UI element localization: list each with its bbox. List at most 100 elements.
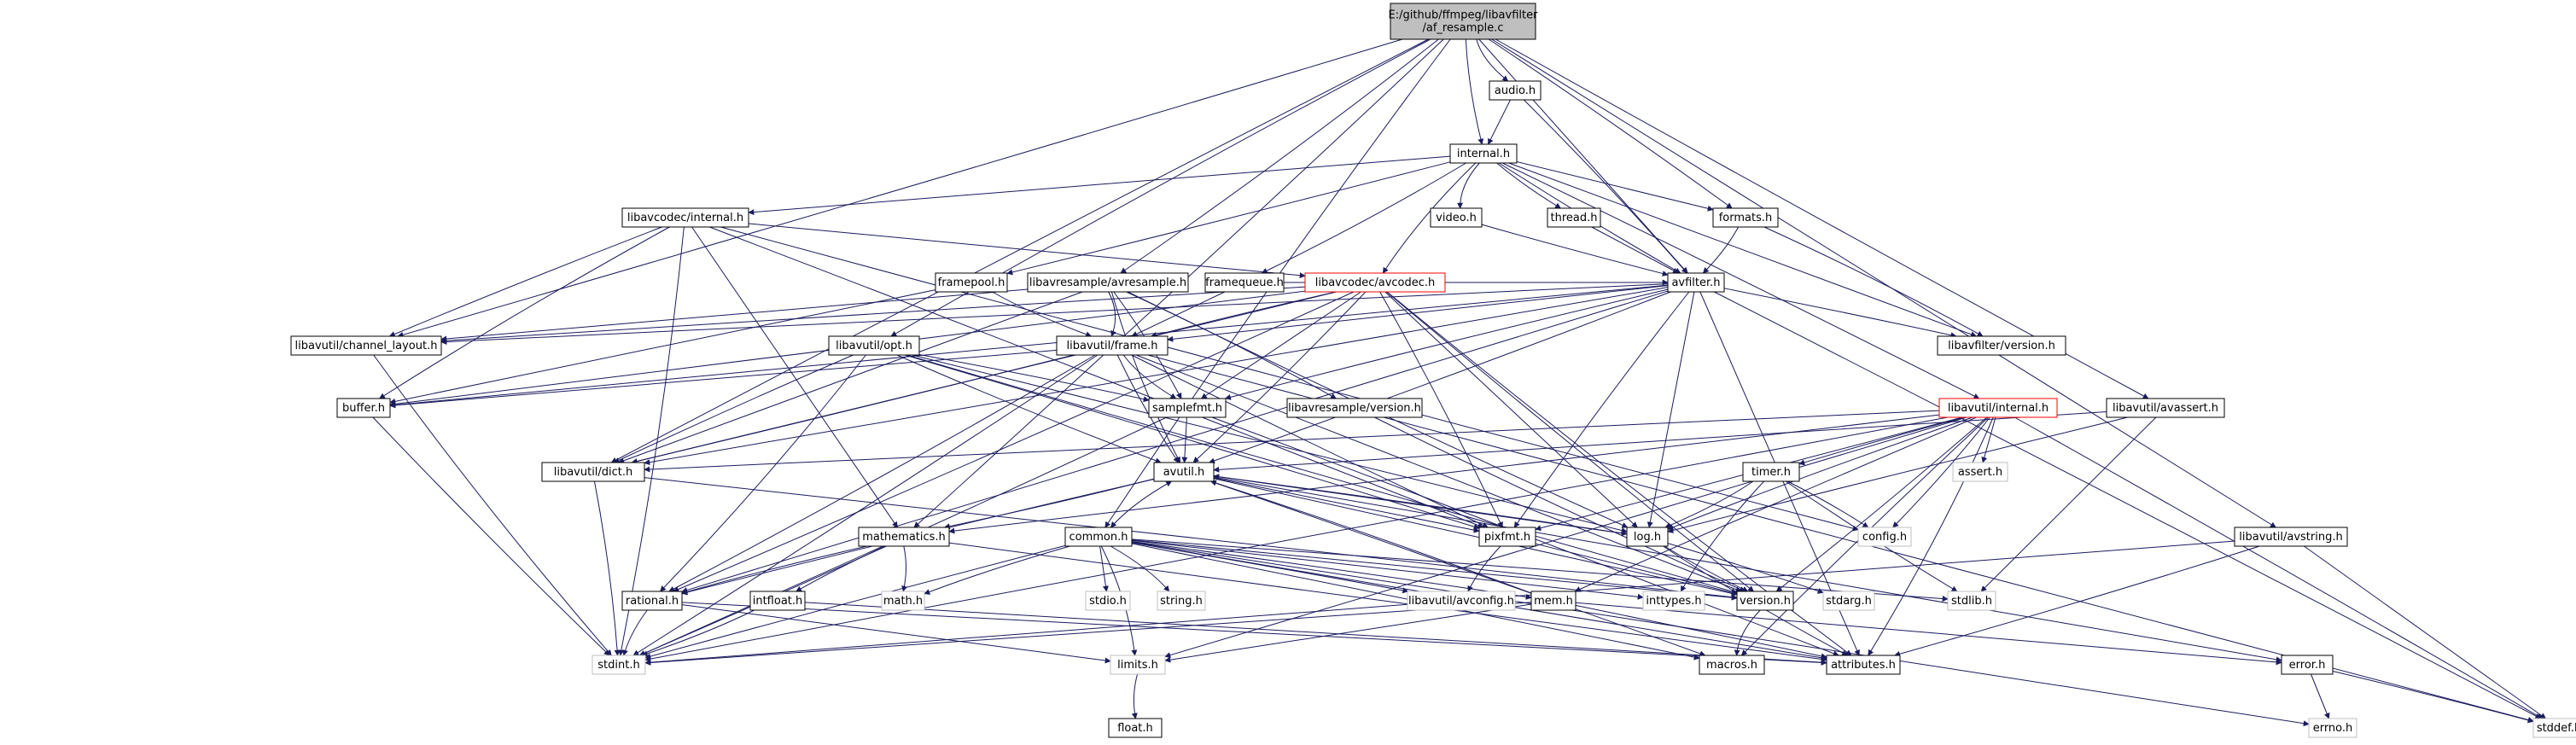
node-box-macros <box>1699 655 1765 675</box>
edge-common-to-errno <box>1131 541 2310 727</box>
edge-avcodec-to-channel_layout <box>440 286 1306 344</box>
node-timer[interactable]: timer.h <box>1742 462 1800 482</box>
node-frame[interactable]: libavutil/frame.h <box>1056 335 1169 356</box>
node-macros[interactable]: macros.h <box>1699 655 1765 675</box>
node-config[interactable]: config.h <box>1857 527 1912 547</box>
node-intfloat[interactable]: intfloat.h <box>749 591 806 611</box>
node-math[interactable]: math.h <box>881 591 925 611</box>
node-label-frame: libavutil/frame.h <box>1067 340 1158 352</box>
node-inttypes[interactable]: inttypes.h <box>1642 591 1705 611</box>
edge-channel_layout-to-stdint <box>373 354 612 656</box>
node-opt[interactable]: libavutil/opt.h <box>828 335 920 356</box>
edge-avcodec-to-log <box>1384 291 1638 528</box>
file-nodes: E:/github/ffmpeg/libavfilter/af_resample… <box>290 3 2576 738</box>
node-stdint[interactable]: stdint.h <box>592 655 646 675</box>
edge-common-to-mem <box>1131 540 1532 600</box>
node-internal[interactable]: internal.h <box>1449 143 1518 164</box>
node-label-mathematics: mathematics.h <box>862 531 946 544</box>
node-float[interactable]: float.h <box>1108 718 1163 738</box>
node-box-config <box>1857 527 1912 547</box>
node-assert[interactable]: assert.h <box>1952 462 2008 482</box>
node-avfilter[interactable]: avfilter.h <box>1667 272 1725 293</box>
edge-avresample-to-channel_layout <box>440 288 1029 342</box>
node-pixfmt[interactable]: pixfmt.h <box>1478 527 1536 547</box>
edge-error-to-stddef <box>2332 671 2534 724</box>
node-errno[interactable]: errno.h <box>2308 718 2357 738</box>
node-lavfi_version[interactable]: libavfilter/version.h <box>1937 335 2066 356</box>
node-box-samplefmt <box>1148 398 1227 418</box>
node-label-version: version.h <box>1740 595 1791 608</box>
edge-mem-to-stdint <box>644 602 1532 666</box>
node-version[interactable]: version.h <box>1736 591 1794 611</box>
node-label-root: E:/github/ffmpeg/libavfilter <box>1389 9 1539 22</box>
node-error[interactable]: error.h <box>2281 655 2334 675</box>
node-avconfig[interactable]: libavutil/avconfig.h <box>1407 591 1516 611</box>
node-stdio[interactable]: stdio.h <box>1085 591 1131 611</box>
edge-common-to-inttypes <box>1131 539 1644 600</box>
edge-avutil-to-log <box>1213 475 1628 537</box>
node-dict[interactable]: libavutil/dict.h <box>541 462 645 482</box>
node-thread[interactable]: thread.h <box>1547 207 1601 228</box>
edge-mem-to-attributes <box>1575 604 1827 660</box>
edge-intfloat-to-attributes <box>804 602 1827 666</box>
node-formats[interactable]: formats.h <box>1712 207 1779 228</box>
node-label-dict: libavutil/dict.h <box>554 466 633 479</box>
edge-lavu_internal-to-attributes <box>1868 416 1994 656</box>
node-label-avfilter: avfilter.h <box>1671 276 1720 289</box>
node-video[interactable]: video.h <box>1430 207 1483 228</box>
node-box-intfloat <box>749 591 806 611</box>
node-box-inttypes <box>1642 591 1705 611</box>
node-framepool[interactable]: framepool.h <box>935 272 1008 293</box>
node-box-mem <box>1530 591 1576 611</box>
edge-lavu_internal-to-timer <box>1798 416 1966 466</box>
node-label-avcodec: libavcodec/avcodec.h <box>1315 276 1436 289</box>
node-log[interactable]: log.h <box>1626 527 1669 547</box>
edge-mem-to-limits <box>1164 603 1532 663</box>
node-samplefmt[interactable]: samplefmt.h <box>1148 398 1227 418</box>
node-stddef[interactable]: stddef.h <box>2532 718 2576 738</box>
node-buffer[interactable]: buffer.h <box>336 398 391 418</box>
node-stdlib[interactable]: stdlib.h <box>1947 591 1996 611</box>
edge-buffer-to-stdint <box>372 416 610 656</box>
node-label-framequeue: framequeue.h <box>1205 276 1284 289</box>
node-root[interactable]: E:/github/ffmpeg/libavfilter/af_resample… <box>1389 3 1539 40</box>
node-label-math: math.h <box>883 595 923 608</box>
node-avassert[interactable]: libavutil/avassert.h <box>2106 398 2225 418</box>
node-channel_layout[interactable]: libavutil/channel_layout.h <box>290 335 442 356</box>
node-attributes[interactable]: attributes.h <box>1826 655 1901 675</box>
node-mem[interactable]: mem.h <box>1530 591 1576 611</box>
node-lavc_internal[interactable]: libavcodec/internal.h <box>621 207 749 228</box>
edge-avcodec-to-samplefmt <box>1200 291 1361 399</box>
node-box-framepool <box>935 272 1008 293</box>
edge-frame-to-avutil <box>1116 354 1180 463</box>
edge-internal-to-framepool <box>1006 161 1451 276</box>
edge-root-to-opt <box>890 38 1431 337</box>
node-label-rational: rational.h <box>626 595 679 608</box>
edge-pixfmt-to-version <box>1535 543 1738 596</box>
node-avstring[interactable]: libavutil/avstring.h <box>2234 527 2348 547</box>
edge-log-to-avutil <box>1213 474 1628 535</box>
node-avcodec[interactable]: libavcodec/avcodec.h <box>1304 272 1446 293</box>
node-stdarg[interactable]: stdarg.h <box>1822 591 1875 611</box>
edge-avfilter-to-samplefmt <box>1224 288 1669 400</box>
edge-internal-to-thread <box>1496 162 1562 209</box>
node-label-float: float.h <box>1117 722 1153 735</box>
node-label-formats: formats.h <box>1719 212 1773 224</box>
node-box-root <box>1390 3 1536 40</box>
node-box-rational <box>621 591 683 611</box>
edge-frame-to-buffer <box>389 349 1058 409</box>
node-limits[interactable]: limits.h <box>1110 655 1166 675</box>
node-mathematics[interactable]: mathematics.h <box>858 527 950 547</box>
edge-formats-to-avfilter <box>1702 226 1740 274</box>
node-common[interactable]: common.h <box>1064 527 1133 547</box>
node-audio[interactable]: audio.h <box>1489 80 1542 101</box>
node-avresample[interactable]: libavresample/avresample.h <box>1027 272 1189 293</box>
node-avutil[interactable]: avutil.h <box>1153 462 1215 482</box>
node-avr_version[interactable]: libavresample/version.h <box>1286 398 1423 418</box>
node-string[interactable]: string.h <box>1157 591 1206 611</box>
node-lavu_internal[interactable]: libavutil/internal.h <box>1938 398 2058 418</box>
edge-mathematics-to-intfloat <box>796 545 886 592</box>
edge-version-to-macros <box>1734 609 1761 656</box>
node-framequeue[interactable]: framequeue.h <box>1204 272 1285 293</box>
node-rational[interactable]: rational.h <box>621 591 683 611</box>
